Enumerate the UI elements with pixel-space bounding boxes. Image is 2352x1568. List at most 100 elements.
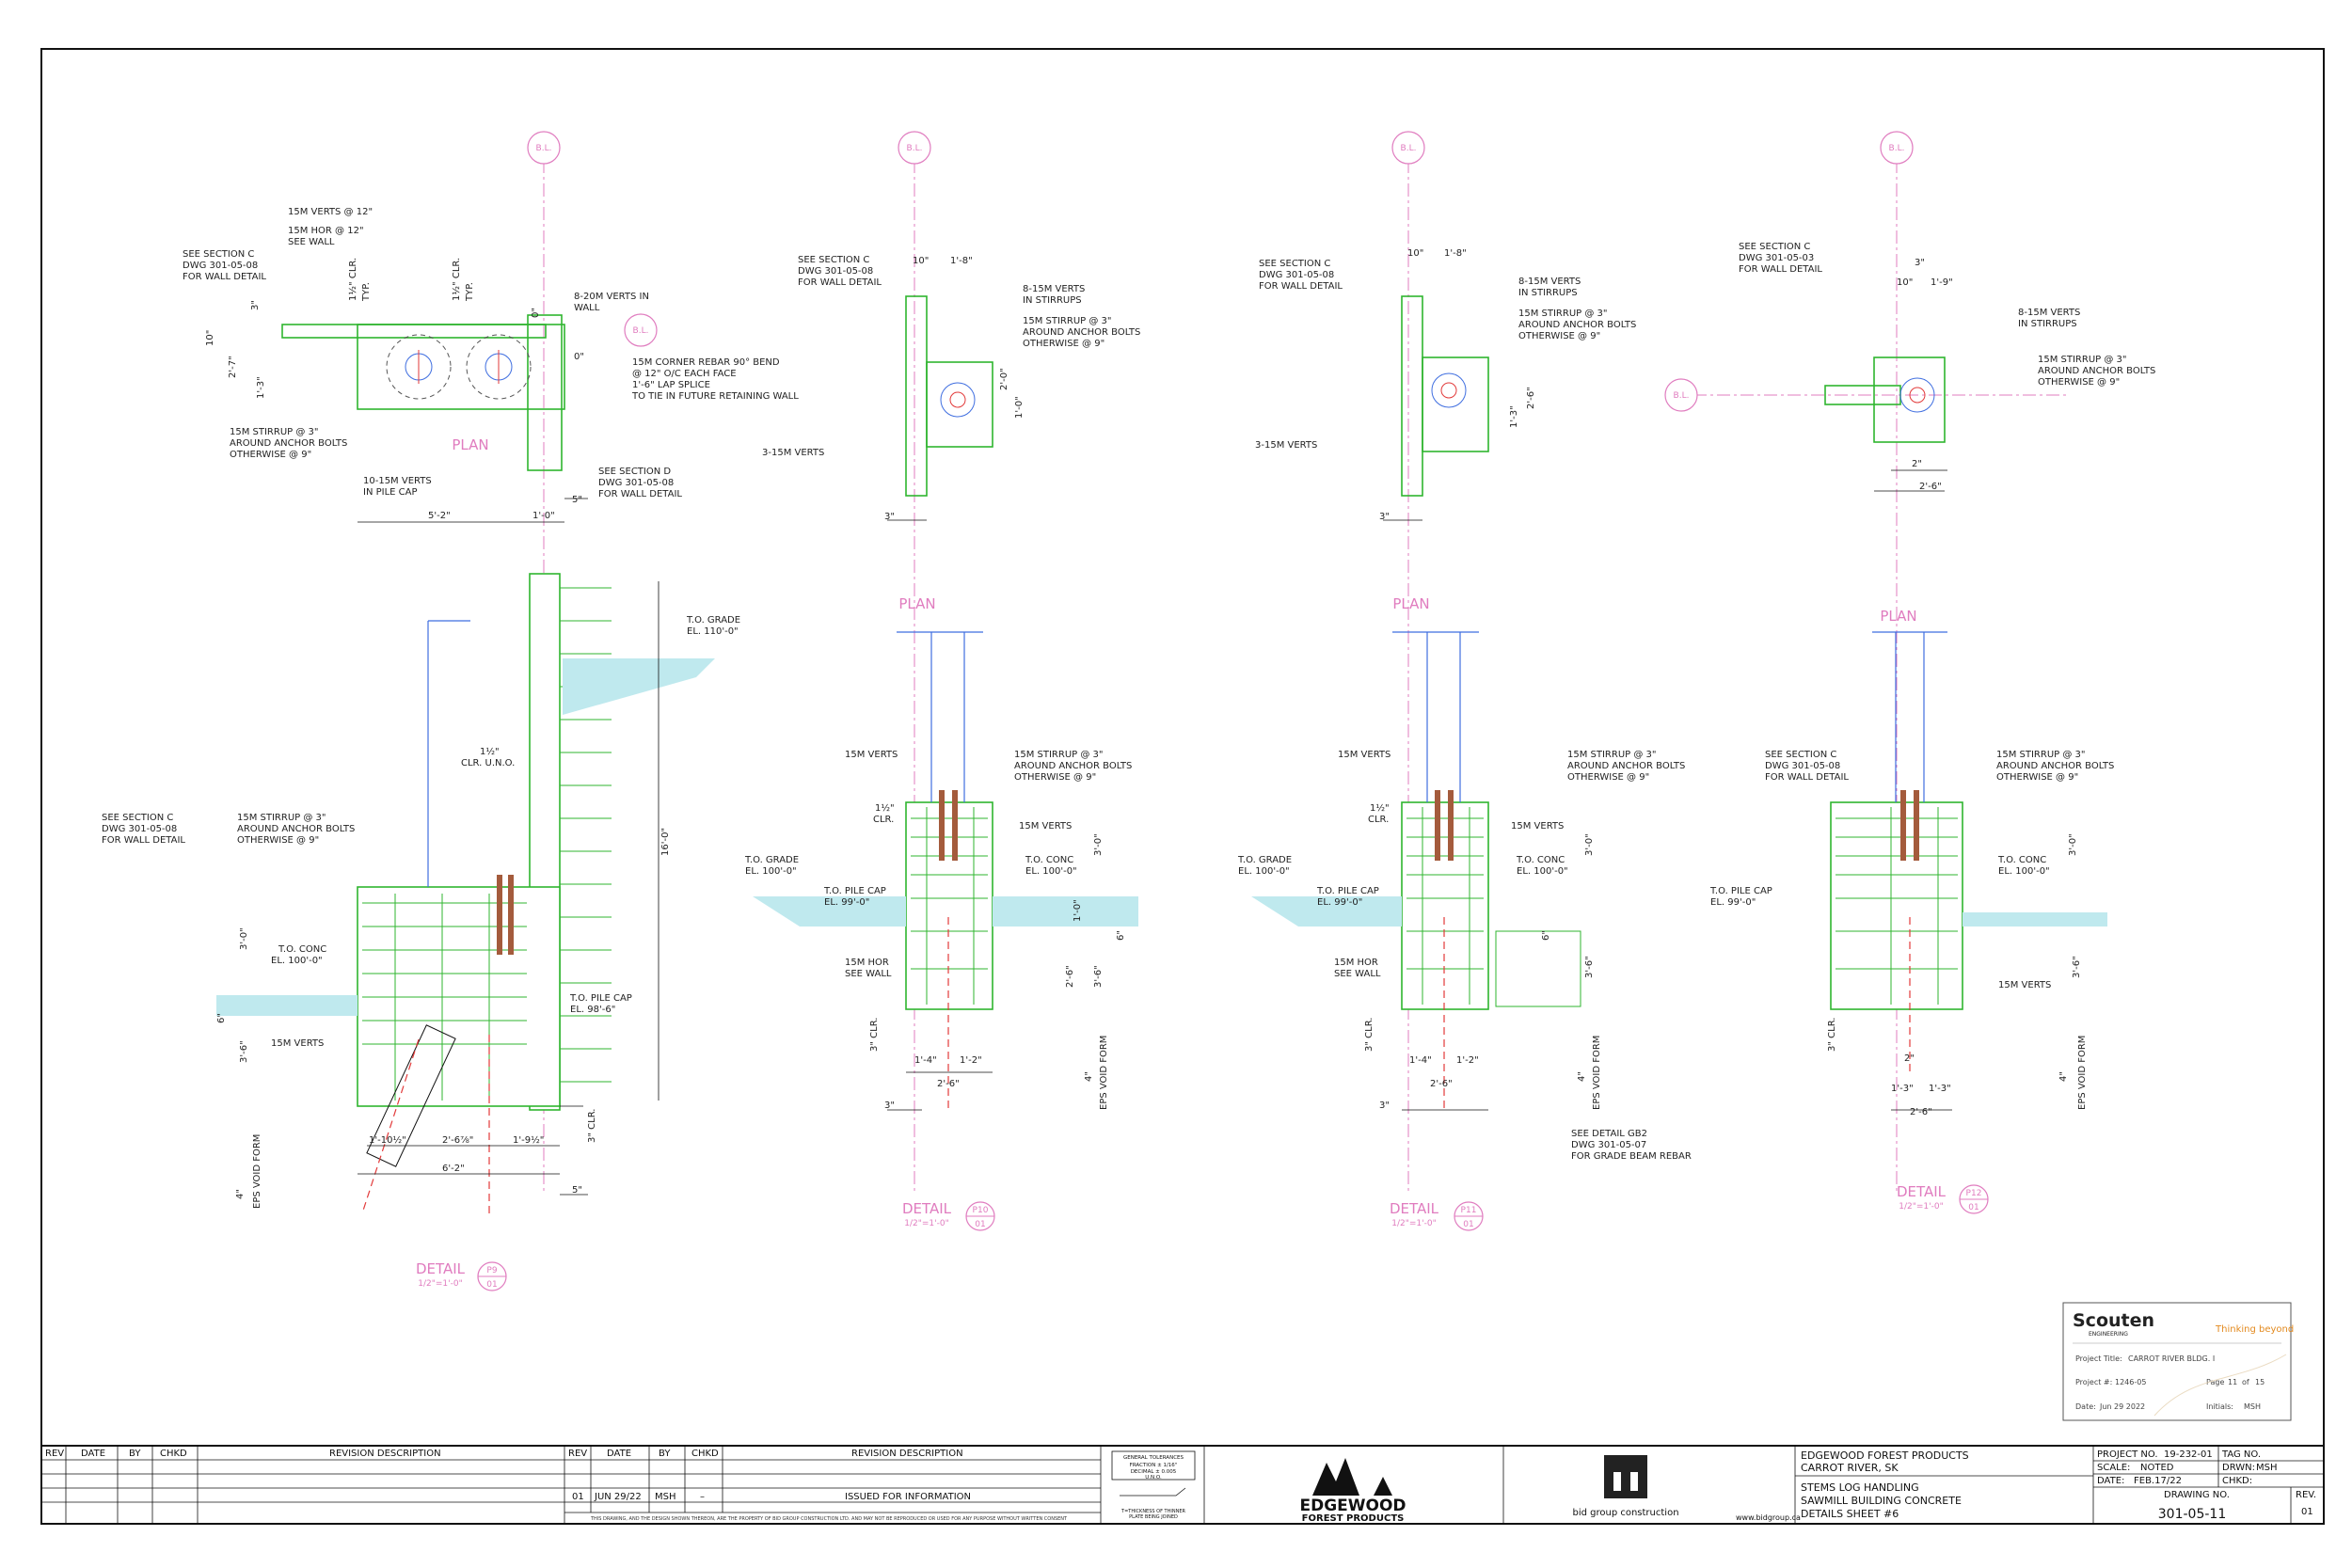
svg-text:Page: Page: [2206, 1378, 2224, 1386]
grid-bubble: B.L.: [1880, 131, 1914, 165]
svg-text:8-15M VERTS: 8-15M VERTS: [2018, 308, 2080, 318]
svg-text:SCALE:: SCALE:: [2097, 1463, 2130, 1473]
svg-text:8-20M VERTS IN: 8-20M VERTS IN: [574, 292, 649, 302]
svg-text:MSH: MSH: [2256, 1463, 2278, 1473]
svg-text:AROUND ANCHOR BOLTS: AROUND ANCHOR BOLTS: [1518, 320, 1636, 330]
svg-text:DWG 301-05-03: DWG 301-05-03: [1739, 253, 1814, 263]
svg-text:DWG 301-05-08: DWG 301-05-08: [183, 261, 258, 271]
svg-text:15M VERTS: 15M VERTS: [1511, 821, 1564, 832]
svg-text:T.O. PILE CAP: T.O. PILE CAP: [569, 993, 632, 1004]
svg-text:EL. 100'-0": EL. 100'-0": [1517, 866, 1568, 877]
svg-text:1'-3": 1'-3": [256, 376, 266, 399]
svg-text:1'-8": 1'-8": [1444, 248, 1467, 259]
svg-text:B.L.: B.L.: [1889, 144, 1905, 153]
svg-text:OTHERWISE @ 9": OTHERWISE @ 9": [2038, 377, 2120, 388]
svg-text:BY: BY: [659, 1449, 671, 1459]
svg-text:Jun 29 2022: Jun 29 2022: [2099, 1402, 2145, 1411]
svg-text:DATE: DATE: [607, 1449, 631, 1459]
svg-text:IN STIRRUPS: IN STIRRUPS: [1518, 288, 1578, 298]
svg-text:CLR.: CLR.: [1368, 815, 1389, 825]
p12-detail: [1830, 631, 2107, 1111]
svg-text:CLR.: CLR.: [873, 815, 894, 825]
svg-text:2": 2": [1904, 1053, 1915, 1064]
svg-text:Project #:: Project #:: [2075, 1378, 2112, 1386]
svg-text:DWG 301-05-08: DWG 301-05-08: [102, 824, 177, 834]
p12-plan-notes: SEE SECTION C DWG 301-05-03 FOR WALL DET…: [1739, 242, 2155, 492]
svg-text:2'-6⅞": 2'-6⅞": [442, 1135, 473, 1146]
svg-text:0": 0": [574, 352, 584, 362]
p9-detail-title: DETAIL 1/2"=1'-0" P9 01: [416, 1260, 507, 1291]
svg-text:1½" CLR.: 1½" CLR.: [347, 258, 358, 301]
svg-text:T.O. CONC: T.O. CONC: [278, 944, 326, 955]
svg-text:FOREST PRODUCTS: FOREST PRODUCTS: [1302, 1513, 1405, 1524]
svg-text:4": 4": [1084, 1071, 1094, 1082]
svg-text:DWG 301-05-08: DWG 301-05-08: [598, 478, 674, 488]
svg-text:1½": 1½": [1370, 802, 1390, 814]
svg-text:Project Title:: Project Title:: [2075, 1354, 2122, 1363]
engineer-stamp: Scouten ENGINEERING Thinking beyond Proj…: [2062, 1302, 2294, 1421]
svg-text:REV.: REV.: [2296, 1490, 2316, 1500]
svg-text:EL. 100'-0": EL. 100'-0": [1025, 866, 1077, 877]
svg-text:16'-0": 16'-0": [660, 828, 671, 856]
svg-text:3'-0": 3'-0": [1584, 833, 1595, 856]
svg-text:www.bidgroup.ca: www.bidgroup.ca: [1736, 1513, 1801, 1522]
svg-text:1'-0": 1'-0": [532, 511, 555, 521]
svg-text:OTHERWISE @ 9": OTHERWISE @ 9": [237, 835, 319, 846]
svg-text:1/2"=1'-0": 1/2"=1'-0": [1391, 1219, 1436, 1228]
svg-text:IN STIRRUPS: IN STIRRUPS: [1023, 295, 1082, 306]
svg-text:3": 3": [884, 1101, 895, 1111]
svg-text:FOR WALL DETAIL: FOR WALL DETAIL: [1765, 772, 1849, 783]
svg-text:T.O. GRADE: T.O. GRADE: [744, 855, 799, 865]
svg-text:Initials:: Initials:: [2206, 1402, 2233, 1411]
svg-text:3": 3": [884, 512, 895, 522]
svg-text:PROJECT NO.: PROJECT NO.: [2097, 1449, 2158, 1460]
svg-text:FRACTION ± 1/16": FRACTION ± 1/16": [1130, 1463, 1178, 1468]
svg-text:EPS VOID FORM: EPS VOID FORM: [1592, 1036, 1602, 1110]
svg-text:19-232-01: 19-232-01: [2164, 1449, 2213, 1460]
svg-text:01: 01: [486, 1280, 497, 1290]
svg-text:FOR WALL DETAIL: FOR WALL DETAIL: [1739, 264, 1822, 275]
svg-text:AROUND ANCHOR BOLTS: AROUND ANCHOR BOLTS: [1567, 761, 1685, 771]
svg-text:P10: P10: [973, 1206, 989, 1215]
client-name: EDGEWOOD FOREST PRODUCTS: [1801, 1449, 1969, 1462]
svg-text:SEE SECTION C: SEE SECTION C: [1739, 242, 1810, 252]
svg-text:OTHERWISE @ 9": OTHERWISE @ 9": [1518, 331, 1600, 341]
svg-text:DECIMAL ± 0.005: DECIMAL ± 0.005: [1131, 1469, 1177, 1475]
svg-text:8-15M VERTS: 8-15M VERTS: [1023, 284, 1085, 294]
svg-text:DWG 301-05-08: DWG 301-05-08: [1259, 270, 1334, 280]
svg-text:B.L.: B.L.: [536, 144, 552, 153]
svg-text:3-15M VERTS: 3-15M VERTS: [1255, 440, 1317, 451]
svg-text:–: –: [700, 1492, 705, 1502]
svg-text:SEE SECTION C: SEE SECTION C: [102, 813, 173, 823]
svg-text:EPS VOID FORM: EPS VOID FORM: [1099, 1036, 1109, 1110]
sheet-border: [40, 48, 2325, 1525]
svg-text:T.O. PILE CAP: T.O. PILE CAP: [1709, 886, 1772, 896]
svg-text:3-15M VERTS: 3-15M VERTS: [762, 448, 824, 458]
svg-text:15M HOR @ 12": 15M HOR @ 12": [288, 226, 364, 236]
stamp-company: Scouten: [2073, 1310, 2154, 1331]
svg-text:FOR WALL DETAIL: FOR WALL DETAIL: [102, 835, 185, 846]
p9-detail-notes: T.O. GRADE EL. 110'-0" 1½" CLR. U.N.O. 1…: [102, 615, 740, 1209]
svg-text:01: 01: [1968, 1203, 1979, 1212]
svg-text:6": 6": [216, 1013, 227, 1023]
svg-text:IN PILE CAP: IN PILE CAP: [363, 487, 418, 498]
svg-text:OTHERWISE @ 9": OTHERWISE @ 9": [230, 450, 311, 460]
svg-text:6'-2": 6'-2": [442, 1164, 465, 1174]
svg-text:AROUND ANCHOR BOLTS: AROUND ANCHOR BOLTS: [230, 438, 347, 449]
stamp-tagline: Thinking beyond: [2215, 1324, 2294, 1335]
svg-text:OTHERWISE @ 9": OTHERWISE @ 9": [1567, 772, 1649, 783]
svg-text:15M VERTS @ 12": 15M VERTS @ 12": [288, 207, 373, 217]
svg-text:DETAIL: DETAIL: [1897, 1183, 1947, 1200]
svg-text:B.L.: B.L.: [907, 144, 923, 153]
title-block: REV DATE BY CHKD REVISION DESCRIPTION RE…: [41, 1445, 2324, 1524]
svg-text:REV: REV: [568, 1449, 587, 1459]
svg-text:GENERAL TOLERANCES: GENERAL TOLERANCES: [1123, 1455, 1184, 1461]
svg-text:1'-4": 1'-4": [914, 1055, 937, 1066]
svg-text:DATE: DATE: [81, 1449, 105, 1459]
svg-text:T.O. GRADE: T.O. GRADE: [1237, 855, 1292, 865]
p11-plan-label: PLAN: [1392, 595, 1429, 612]
grid-lines: [543, 160, 2070, 1195]
p11-detail-notes: 15M VERTS 15M STIRRUP @ 3" AROUND ANCHOR…: [1237, 750, 1692, 1162]
svg-text:SEE SECTION C: SEE SECTION C: [1259, 259, 1330, 269]
p12-plan-label: PLAN: [1880, 608, 1916, 625]
